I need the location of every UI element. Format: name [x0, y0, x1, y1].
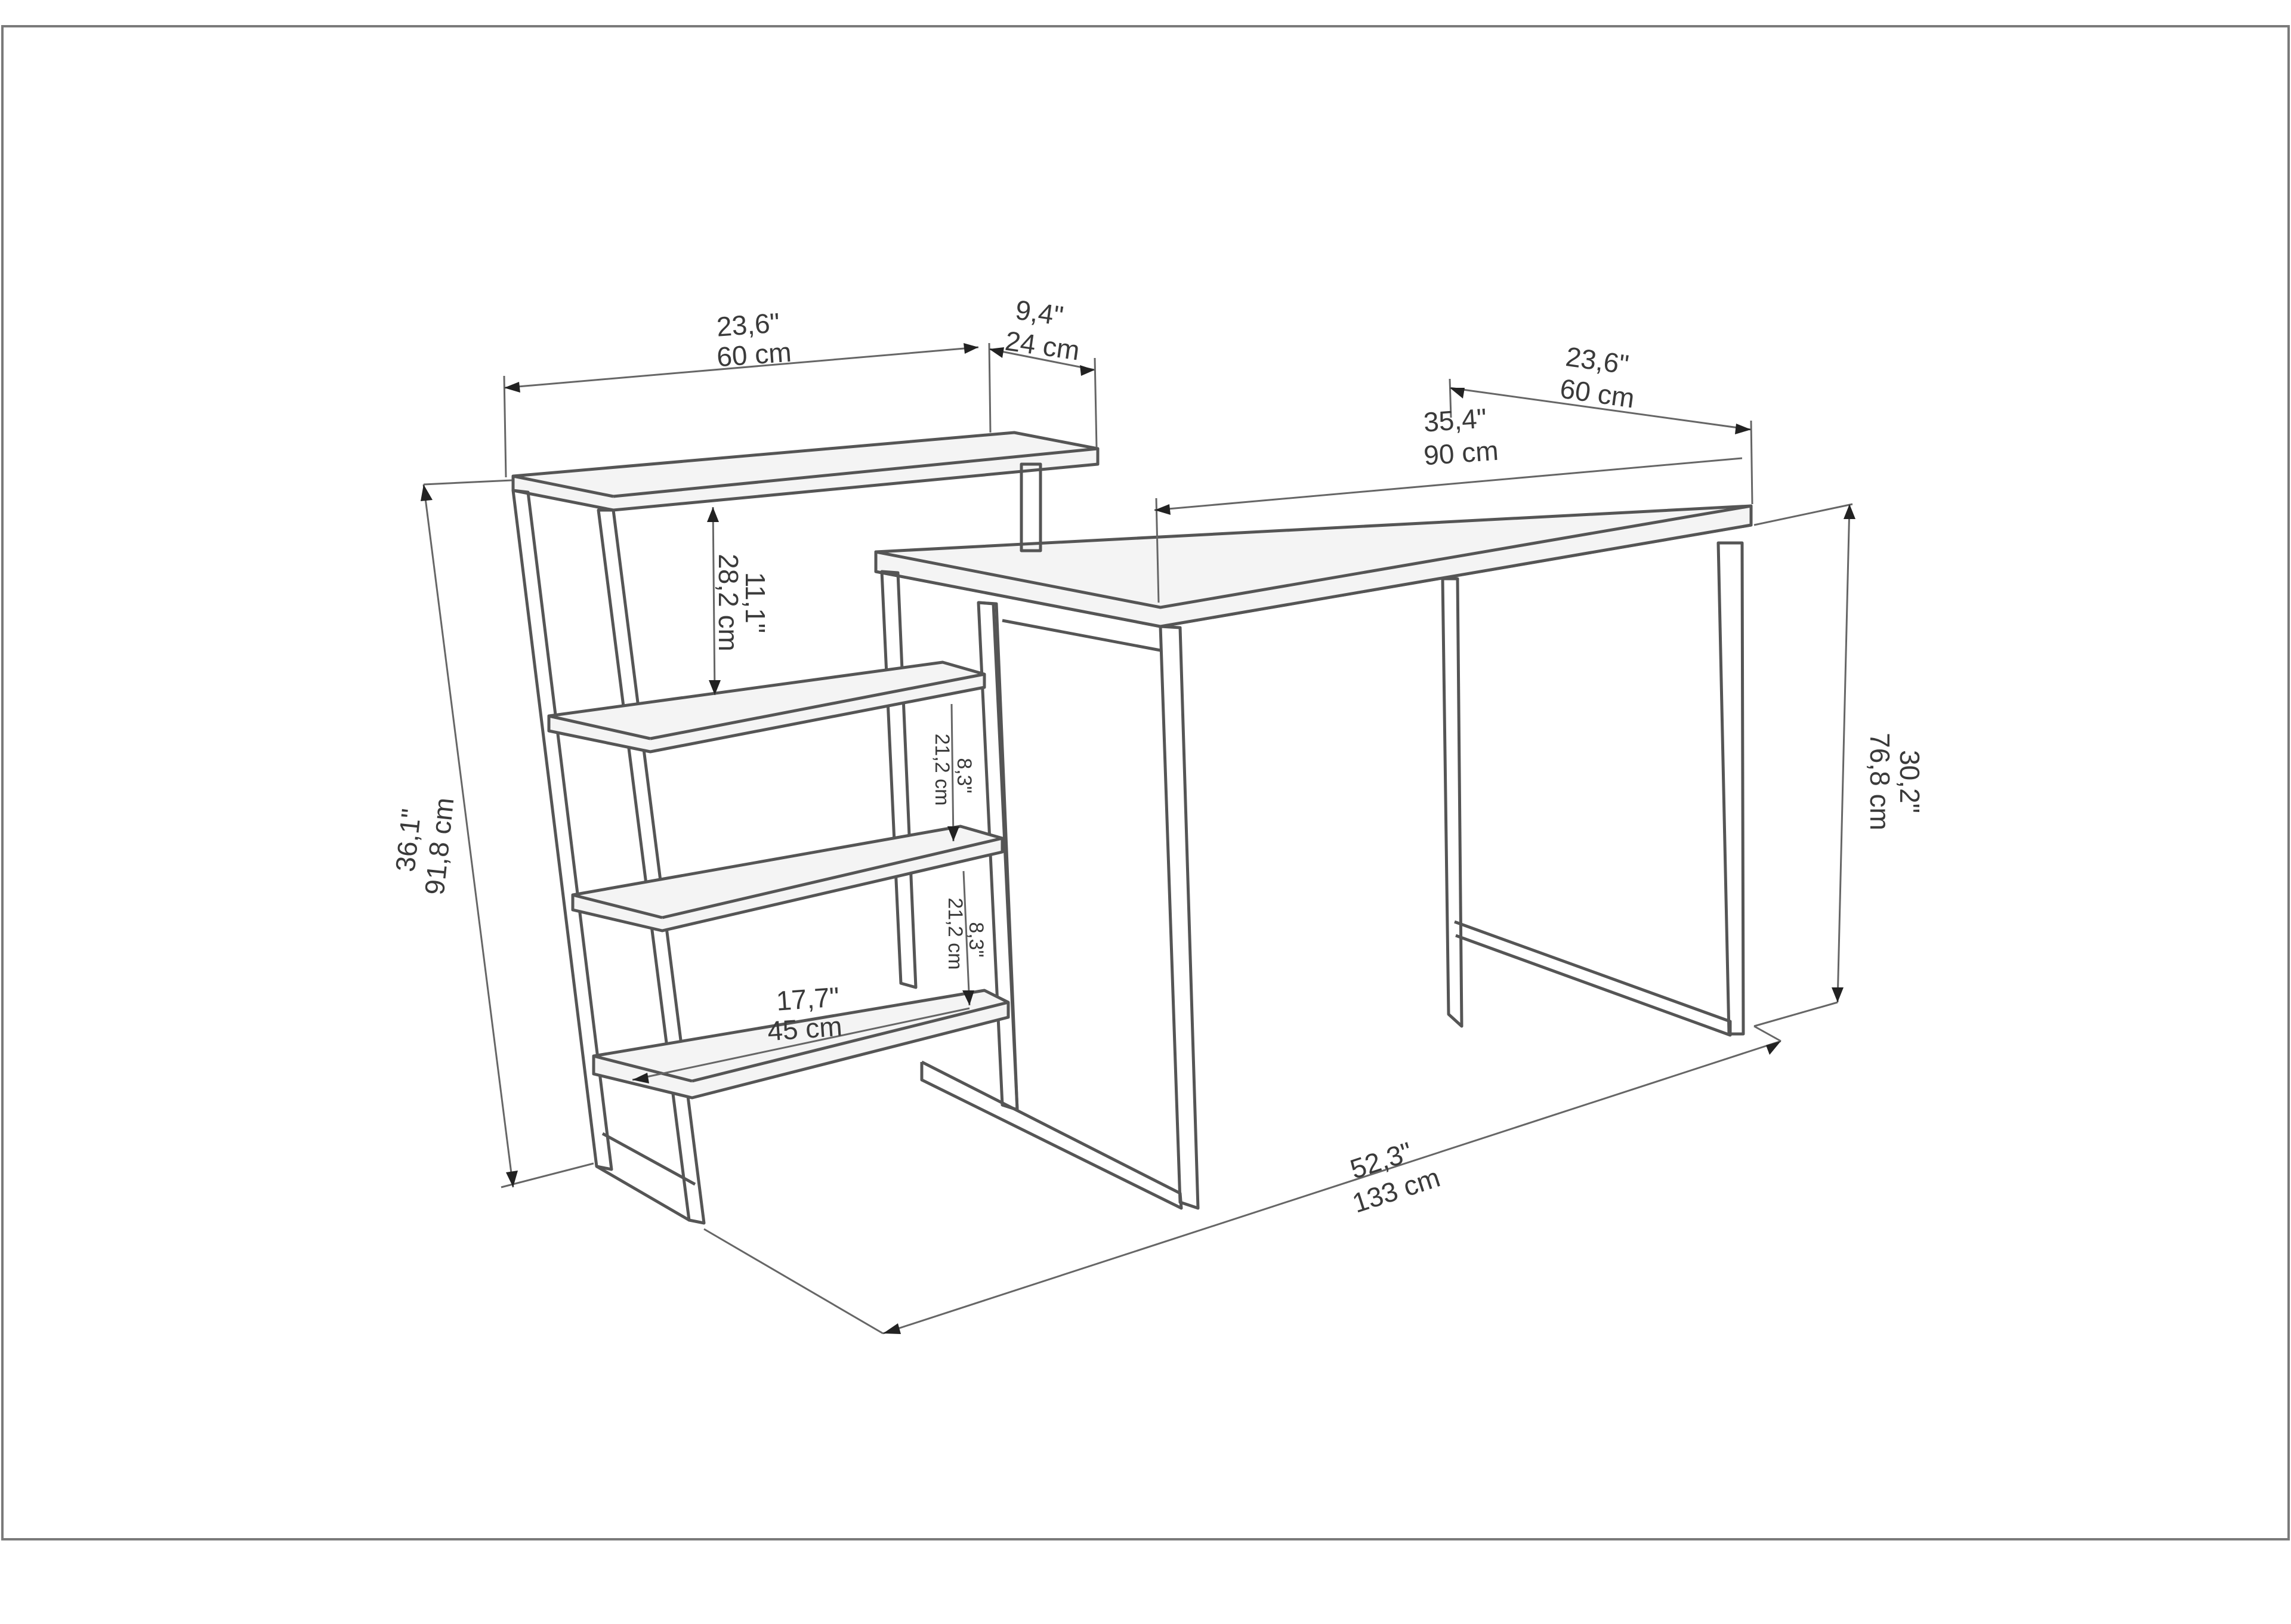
desk-left-side-leg [880, 570, 918, 989]
label-overhang-cm: 24 cm [1004, 325, 1082, 366]
dim-arrow [947, 826, 959, 841]
label-shelf-depth-inch: 17,7" [775, 981, 840, 1016]
shelf-outer-post [511, 489, 613, 1171]
shelf-board-2-edge-2 [662, 836, 1003, 919]
dim-desk-height-ext-bottom [1753, 1001, 1838, 1027]
dim-desk-depth-ext [1449, 378, 1452, 418]
shelf-top-edge [512, 474, 614, 498]
shelf-top-edge-2 [613, 447, 1098, 498]
dim-arrow [964, 343, 978, 354]
dim-desk-depth-ext-right [1750, 420, 1753, 505]
dim-desk-depth-line [1449, 387, 1752, 431]
label-desk-length-inch: 35,4" [1422, 402, 1487, 437]
dim-arrow [1450, 388, 1465, 399]
label-shelf-depth-cm: 45 cm [767, 1011, 844, 1047]
label-shelf-width-cm: 60 cm [716, 336, 793, 373]
dim-arrow [962, 990, 974, 1005]
label-gap2-cm: 21,2 cm [944, 898, 967, 970]
label-overhang-inch: 9,4" [1014, 294, 1066, 332]
label-gap2-inch: 8,3" [965, 922, 987, 957]
dim-overhang-ext-left [988, 342, 992, 433]
shelf-board-3-edge-2 [691, 1001, 1009, 1083]
label-desk-height-cm: 76,8 cm [1864, 733, 1895, 830]
label-desk-height-inch: 30,2" [1894, 750, 1925, 813]
dim-arrow [709, 680, 721, 695]
dim-arrow [1080, 365, 1095, 376]
dim-length-ext-left [703, 1228, 884, 1335]
desk-front-left-leg [1159, 625, 1200, 1210]
dim-length-ext-right [1753, 1025, 1781, 1042]
shelf-board-1 [547, 660, 986, 754]
label-top-gap-cm: 28,2 cm [713, 554, 744, 652]
shelf-support-post [1020, 462, 1042, 552]
shelf-inner-post [977, 601, 1019, 1112]
dim-desk-length-line [1154, 457, 1743, 511]
dim-arrow [632, 1073, 649, 1083]
label-total-height-inch: 36,1" [390, 807, 427, 873]
dim-arrow [1832, 987, 1844, 1002]
shelf-board-2-edge [572, 893, 663, 919]
desk-top-edge [874, 504, 1753, 628]
dim-arrow [1844, 504, 1855, 519]
dim-top-gap-line [712, 507, 716, 696]
label-desk-length-cm: 90 cm [1423, 435, 1500, 471]
dim-arrow [421, 484, 433, 501]
desk-back-rail [1002, 619, 1161, 652]
shelf-board-1-edge [548, 714, 651, 740]
dim-height-ext-top [423, 479, 512, 486]
label-gap1-inch: 8,3" [953, 758, 975, 793]
dim-desk-height-ext-top [1753, 503, 1853, 526]
shelf-board-3-edge [593, 1054, 693, 1083]
dimension-lines [421, 342, 1855, 1335]
dim-overhang-ext-right [1094, 357, 1098, 448]
dim-arrow [707, 507, 719, 522]
dim-overhang-line [989, 348, 1095, 371]
desk-back-right-leg [1441, 577, 1463, 1028]
dim-desk-length-ext [1155, 498, 1160, 603]
shelf-board-2 [571, 825, 1004, 933]
dim-gap1-line [950, 703, 955, 842]
desk-top-surface [874, 504, 1753, 628]
shelf-top-board [511, 431, 1100, 512]
shelf-unit [511, 431, 1100, 1225]
label-gap1-cm: 21,2 cm [931, 734, 953, 806]
shelf-foot-bar [595, 1165, 690, 1222]
desk-front-right-leg [1716, 541, 1745, 1036]
dim-height-ext-bottom [501, 1162, 594, 1188]
dim-arrow [506, 1171, 518, 1187]
frame-border [1, 25, 2290, 1540]
dim-shelf-depth-line [632, 1007, 970, 1081]
dim-arrow [989, 347, 1004, 358]
dim-total-height-line [422, 484, 514, 1188]
dim-shelf-width-line [504, 346, 979, 389]
dim-arrow [1154, 504, 1171, 515]
label-top-gap-inch: 11,1" [740, 572, 771, 633]
dim-desk-height-line [1836, 504, 1851, 1003]
desk [874, 504, 1753, 1210]
dim-total-length-line [882, 1040, 1781, 1335]
shelf-front-post [597, 508, 706, 1225]
shelf-board-1-edge-2 [650, 672, 985, 740]
dim-shelf-width-ext-left [503, 375, 507, 478]
dim-arrow [1766, 1041, 1781, 1055]
shelf-foot-bar-2 [601, 1132, 696, 1186]
dim-arrow [1735, 424, 1751, 434]
dim-arrow [504, 382, 520, 393]
desk-right-foot-bar [1454, 920, 1732, 1037]
dim-arrow [883, 1323, 901, 1334]
dim-gap2-line [962, 870, 971, 1006]
label-shelf-width-inch: 23,6" [715, 307, 780, 342]
desk-left-foot-bar [920, 1060, 1183, 1210]
